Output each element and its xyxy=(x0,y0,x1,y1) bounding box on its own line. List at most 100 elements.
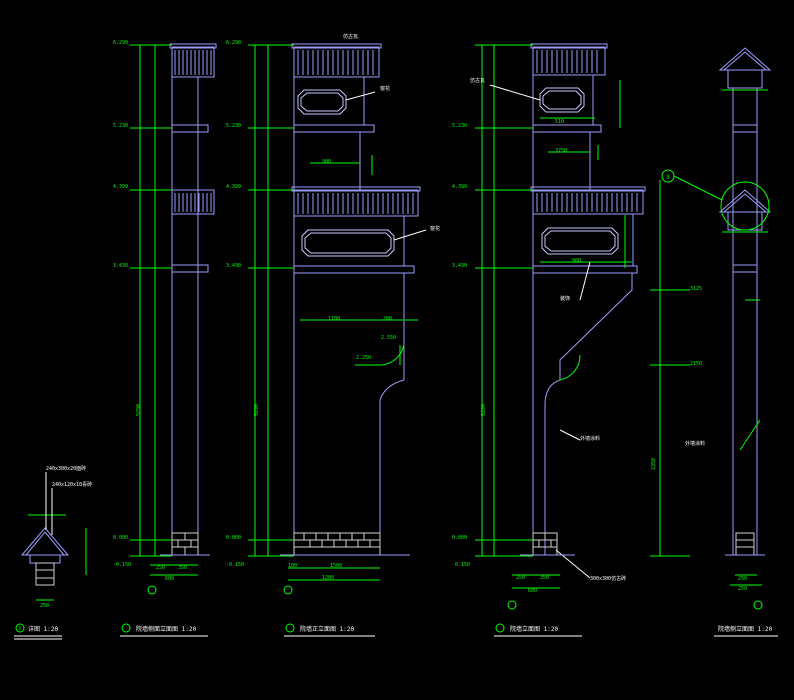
dim-5290-b: 5290 xyxy=(254,404,260,416)
elev-g3-b: 2.550 xyxy=(381,335,396,341)
note-detail-b: 240x120x10青砖 xyxy=(52,481,92,488)
view-title-detail: 3 详图 1:20 xyxy=(14,623,62,640)
grid-bubble-d xyxy=(753,600,763,610)
note-window-b2: 窗花 xyxy=(430,225,440,232)
window-panel-upper-c xyxy=(539,87,585,113)
roof-tile-hatch-c1 xyxy=(536,50,598,73)
elev-mid-c: 4.399 xyxy=(452,184,467,190)
dim-5290-c: 5290 xyxy=(481,404,487,416)
elev-mid-upper-b: 5.230 xyxy=(226,123,241,129)
column-side-elevation xyxy=(718,47,772,556)
grid-bubble-c xyxy=(507,600,517,610)
view-title-text-front-b: 院墙立面图 1:20 xyxy=(510,625,558,633)
leader-lines-e xyxy=(45,472,53,535)
detail-callout-circle xyxy=(720,181,770,231)
note-roof-b: 仿古瓦 xyxy=(343,33,358,40)
notes-e: 240x300x20面砖 240x120x10青砖 xyxy=(46,465,92,488)
dimension-chain-a xyxy=(130,44,198,576)
roof-tile-hatch-c2 xyxy=(536,193,638,212)
dim-3125-c: 3125 xyxy=(690,286,702,292)
view-title-text-side-b: 院墙侧立面图 1:20 xyxy=(718,625,772,633)
dimension-text-a: 6.290 5.230 4.399 3.430 0.000 -0.150 250… xyxy=(113,40,187,582)
dim-3750-c: 3750 xyxy=(555,148,567,154)
leader-lines-c xyxy=(489,84,591,579)
base-brick-hatch-a xyxy=(172,533,198,555)
dimension-chain-d xyxy=(722,89,768,586)
wall-elevation-front-a xyxy=(291,43,421,556)
note-panel-c: 装饰 xyxy=(560,295,570,302)
note-roof-c: 仿古瓦 xyxy=(470,77,485,84)
dim-250-c: 250 xyxy=(516,575,525,581)
note-window-b: 窗花 xyxy=(380,85,390,92)
elev-mid-b: 4.399 xyxy=(226,184,241,190)
dim-250-a: 250 xyxy=(156,565,165,571)
note-brick-c: 300x300仿古砖 xyxy=(590,575,626,582)
elev-ground-a: 0.000 xyxy=(113,535,128,541)
detail-callout-leader xyxy=(673,175,723,201)
dimension-text-b: 6.290 5.230 4.399 3.430 0.000 -0.150 900… xyxy=(226,40,396,581)
pier-elevation-a xyxy=(169,43,217,556)
dim-2150-c: 2150 xyxy=(690,361,702,367)
roof-tile-hatch-b2 xyxy=(297,193,414,214)
dim-600-c: 600 xyxy=(528,588,537,594)
dim-900-b: 900 xyxy=(322,159,331,165)
notes-c: 仿古瓦 装饰 外墙涂料 300x300仿古砖 xyxy=(470,77,626,582)
dimension-chain-e xyxy=(28,514,87,601)
dimension-text-d: 250 250 xyxy=(738,576,747,592)
elev-ground-b: 0.000 xyxy=(226,535,241,541)
window-panel-lower-c xyxy=(541,227,619,255)
view-title-text-detail: 详图 1:20 xyxy=(28,625,58,633)
base-brick-hatch-b xyxy=(294,533,380,548)
dim-250-d: 250 xyxy=(738,576,747,582)
dim-1200-b: 1200 xyxy=(322,575,334,581)
grid-bubble-a xyxy=(147,585,157,595)
wall-elevation-front-b xyxy=(530,43,646,556)
notes-b: 窗花 窗花 仿古瓦 xyxy=(343,33,440,232)
view-title-text-side-a: 院墙侧面立面图 1:20 xyxy=(136,625,196,633)
elev-top-b: 6.290 xyxy=(226,40,241,46)
dim-350-a: 350 xyxy=(178,565,187,571)
roof-detail-section xyxy=(20,527,70,586)
dim-510-c: 510 xyxy=(555,119,564,125)
dim-detail-width: 250 xyxy=(40,603,49,609)
dimension-text-c: 5.230 4.399 3.430 0.000 -0.150 3750 510 … xyxy=(452,119,702,594)
dim-1500-b: 1500 xyxy=(330,563,342,569)
dim-200-b: 200 xyxy=(383,316,392,322)
dim-5290-a: 5290 xyxy=(136,404,142,416)
window-panel-upper-b xyxy=(297,89,347,115)
view-title-side-b: 院墙侧立面图 1:20 xyxy=(714,625,778,637)
dim-100-b: 100 xyxy=(288,563,297,569)
note-detail-a: 240x300x20面砖 xyxy=(46,465,86,472)
elev-base-c: -0.150 xyxy=(452,562,470,568)
view-title-front-b: 院墙立面图 1:20 xyxy=(494,623,582,637)
elev-mid-upper-c: 5.230 xyxy=(452,123,467,129)
roof-cap-mid xyxy=(171,189,215,215)
dim-250-d2: 250 xyxy=(738,586,747,592)
elev-lower-b: 3.430 xyxy=(226,263,241,269)
leader-lines-b xyxy=(345,91,427,241)
dimension-chain-c xyxy=(475,44,690,589)
elev-top-a: 6.290 xyxy=(113,40,128,46)
roof-tile-hatch-b1 xyxy=(297,50,374,75)
elev-ground-c: 0.000 xyxy=(452,535,467,541)
view-title-front-a: 院墙正立面图 1:20 xyxy=(284,623,375,637)
elev-lower-c: 3.430 xyxy=(452,263,467,269)
view-title-side-a: 院墙侧面立面图 1:20 xyxy=(120,623,208,637)
grid-bubble-b xyxy=(283,585,293,595)
elev-base-a: -0.150 xyxy=(113,562,131,568)
roof-tile-hatch-a1 xyxy=(174,50,212,75)
roof-ridge-top xyxy=(169,43,217,49)
view-num-detail: 3 xyxy=(18,626,21,632)
elev-mid-a: 4.399 xyxy=(113,184,128,190)
elev-lower-a: 3.430 xyxy=(113,263,128,269)
roof-cap-top-b xyxy=(293,46,380,78)
dim-2350-c: 2350 xyxy=(651,458,657,470)
roof-tile-hatch-a2 xyxy=(174,193,212,212)
roof-cap-top xyxy=(171,46,215,78)
note-paint-c: 外墙涂料 xyxy=(580,435,600,442)
window-panel-lower-b xyxy=(301,229,395,257)
elev-g2-b: 2.250 xyxy=(356,355,371,361)
dim-1100-b: 1100 xyxy=(328,316,340,322)
elev-mid-upper-a: 5.230 xyxy=(113,123,128,129)
